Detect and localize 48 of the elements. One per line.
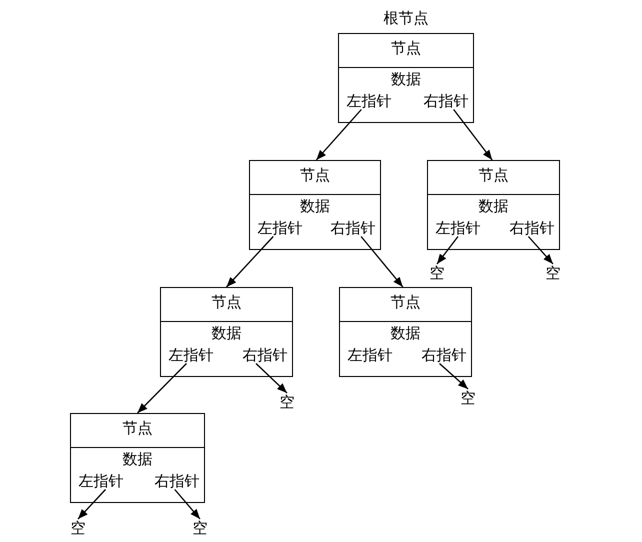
node-title: 节点 — [300, 166, 330, 184]
null-label: 空 — [460, 389, 476, 407]
field-label: 数据 — [390, 324, 420, 342]
pointer-label: 右指针 — [330, 218, 376, 236]
pointer-label: 右指针 — [510, 218, 554, 236]
null-label: 空 — [192, 519, 208, 537]
arrow — [226, 236, 274, 288]
arrow — [436, 236, 459, 264]
node-title: 节点 — [390, 292, 420, 310]
pointer-label: 左指针 — [78, 472, 124, 490]
field-label: 数据 — [300, 196, 330, 214]
null-label: 空 — [546, 264, 560, 282]
node-title: 节点 — [122, 418, 152, 436]
arrow — [439, 363, 468, 390]
arrow — [360, 236, 404, 288]
pointer-label: 左指针 — [168, 346, 214, 364]
node-title: 节点 — [391, 38, 421, 56]
arrow — [256, 363, 288, 394]
node-box — [160, 287, 293, 377]
field-label: 数据 — [122, 450, 152, 468]
pointer-label: 右指针 — [424, 92, 468, 110]
arrow — [528, 236, 554, 264]
node-box — [427, 160, 560, 250]
node-title: 节点 — [478, 166, 508, 184]
field-label: 数据 — [391, 70, 421, 88]
node-box — [249, 160, 381, 250]
arrow — [174, 489, 200, 520]
node-box — [338, 33, 474, 123]
field-label: 数据 — [478, 196, 508, 214]
field-label: 数据 — [212, 324, 242, 342]
node-caption: 根节点 — [384, 9, 428, 27]
pointer-label: 左指针 — [346, 92, 392, 110]
pointer-label: 右指针 — [422, 346, 466, 364]
arrow — [137, 363, 187, 414]
node-title: 节点 — [212, 292, 242, 310]
pointer-label: 左指针 — [348, 346, 392, 364]
node-box — [70, 413, 205, 503]
null-label: 空 — [280, 393, 294, 411]
pointer-label: 左指针 — [258, 218, 302, 236]
pointer-label: 右指针 — [154, 472, 200, 490]
arrow — [78, 489, 106, 520]
node-box — [339, 287, 472, 377]
null-label: 空 — [430, 264, 444, 282]
null-label: 空 — [70, 519, 86, 537]
pointer-label: 左指针 — [436, 218, 480, 236]
arrow — [316, 109, 362, 160]
arrow — [453, 109, 493, 160]
pointer-label: 右指针 — [242, 346, 288, 364]
